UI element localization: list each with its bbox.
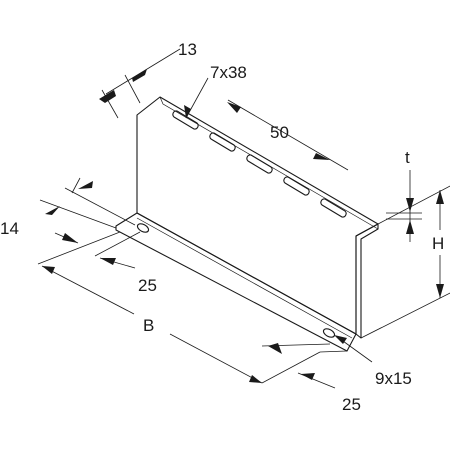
label-thickness: t [405,148,410,167]
bracket-base-bend [136,217,353,339]
bracket [115,96,379,352]
label-hole-offset-right: 25 [342,395,361,414]
label-flange-width: 14 [0,219,19,238]
web-slot [209,132,236,152]
dimension-width: B [41,265,321,384]
dimension-slot-width: 13 [99,40,197,119]
bracket-web [136,96,379,335]
dimension-hole-size: 9x15 [334,335,412,388]
bracket-base-flange [115,212,357,352]
dimension-hole-offset-right: 25 [261,343,361,414]
dimension-thickness: t [386,148,422,242]
dimension-height: H [360,185,450,339]
dimension-slot-size: 7x38 [184,63,247,119]
label-slot-size: 7x38 [210,63,247,82]
flange-hole-left [136,223,150,233]
flange-hole-right [322,328,336,338]
label-slot-width: 13 [178,40,197,59]
bracket-right-flange [355,223,379,339]
dimension-slot-pitch: 50 [227,99,349,171]
label-slot-pitch: 50 [270,123,289,142]
label-width: B [143,316,154,335]
web-slot [320,198,347,218]
dimension-flange-width: 14 [0,177,136,244]
web-slot [283,176,310,196]
web-slot [172,110,199,130]
label-hole-offset-left: 25 [138,276,157,295]
web-slot [246,154,273,174]
web-slots [172,110,347,218]
bracket-top-edge [159,96,379,230]
label-height: H [432,234,444,253]
label-hole-size: 9x15 [375,369,412,388]
dimension-hole-offset-left: 25 [37,231,157,295]
